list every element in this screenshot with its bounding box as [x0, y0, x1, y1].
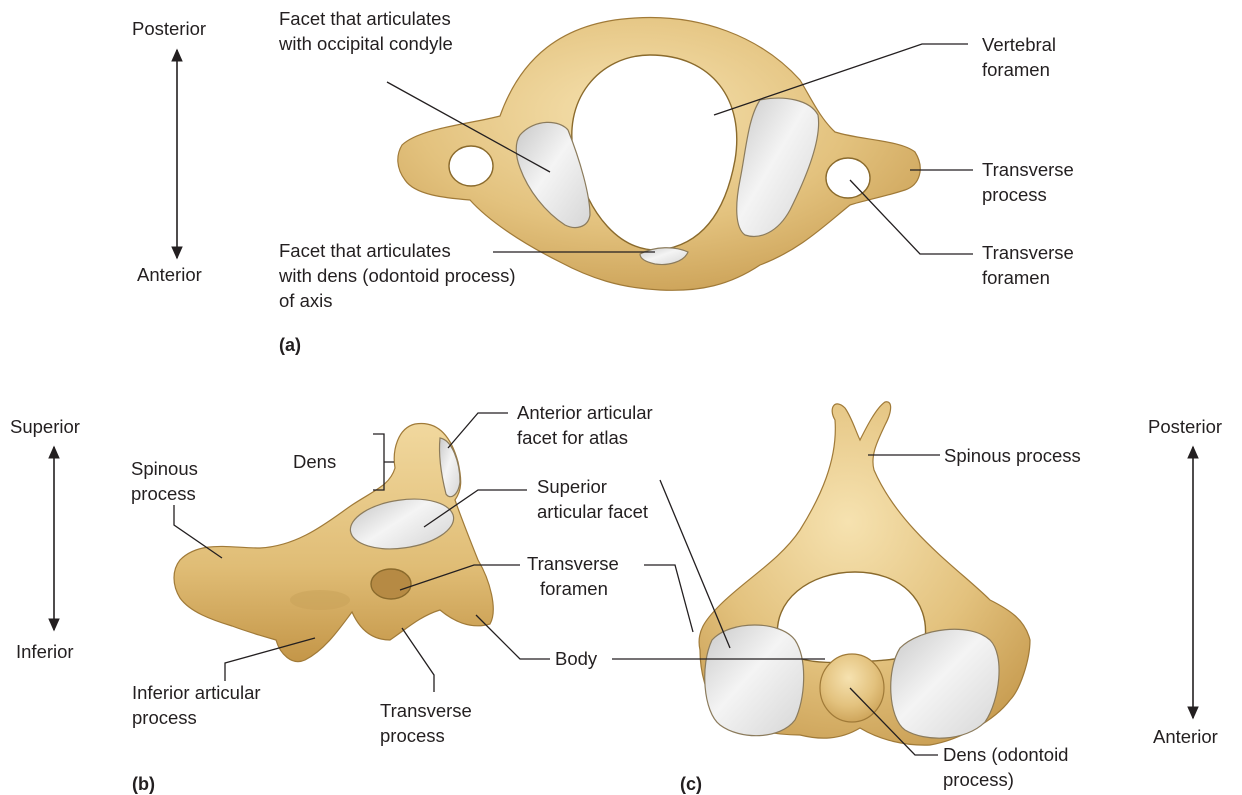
- label-occipital-facet-2: with occipital condyle: [279, 33, 453, 55]
- panel-label-c: (c): [680, 773, 702, 795]
- label-dens-facet-2: with dens (odontoid process): [279, 265, 516, 287]
- label-dens-c-1: Dens (odontoid: [943, 744, 1068, 766]
- right-transverse-foramen: [826, 158, 870, 198]
- label-spinous-process-b-2: process: [131, 483, 196, 505]
- label-spinous-process-c: Spinous process: [944, 445, 1081, 467]
- label-inferior-process-2: process: [132, 707, 197, 729]
- label-transverse-foramen-a-2: foramen: [982, 267, 1050, 289]
- superior-dens: [820, 654, 884, 722]
- orientation-posterior-c: Posterior: [1148, 416, 1222, 438]
- atlas-vertebra: [398, 18, 920, 291]
- leader-superior-facet-c: [660, 480, 730, 648]
- right-superior-articular-facet: [891, 629, 999, 738]
- label-body: Body: [555, 648, 597, 670]
- label-transverse-process-b-1: Transverse: [380, 700, 472, 722]
- label-dens-b: Dens: [293, 451, 336, 473]
- label-vertebral-foramen-2: foramen: [982, 59, 1050, 81]
- label-dens-facet-1: Facet that articulates: [279, 240, 451, 262]
- panel-label-a: (a): [279, 334, 301, 356]
- leader-transverse-process-b: [402, 628, 434, 692]
- orientation-superior-b: Superior: [10, 416, 80, 438]
- lateral-transverse-foramen: [371, 569, 411, 599]
- orientation-inferior-b: Inferior: [16, 641, 74, 663]
- label-transverse-foramen-b-2: foramen: [540, 578, 608, 600]
- label-inferior-process-1: Inferior articular: [132, 682, 261, 704]
- label-spinous-process-b-1: Spinous: [131, 458, 198, 480]
- label-transverse-foramen-b-1: Transverse: [527, 553, 619, 575]
- label-transverse-foramen-a-1: Transverse: [982, 242, 1074, 264]
- left-superior-articular-facet: [705, 625, 804, 736]
- label-transverse-process-a-2: process: [982, 184, 1047, 206]
- label-superior-facet-2: articular facet: [537, 501, 648, 523]
- leader-transverse-foramen-c: [644, 565, 693, 632]
- label-anterior-facet-2: facet for atlas: [517, 427, 628, 449]
- orientation-anterior-c: Anterior: [1153, 726, 1218, 748]
- label-occipital-facet-1: Facet that articulates: [279, 8, 451, 30]
- orientation-anterior-a: Anterior: [137, 264, 202, 286]
- label-vertebral-foramen-1: Vertebral: [982, 34, 1056, 56]
- label-dens-facet-3: of axis: [279, 290, 332, 312]
- label-superior-facet-1: Superior: [537, 476, 607, 498]
- leader-anterior-facet: [448, 413, 508, 448]
- label-dens-c-2: process): [943, 769, 1014, 791]
- label-anterior-facet-1: Anterior articular: [517, 402, 653, 424]
- panel-label-b: (b): [132, 773, 155, 795]
- orientation-posterior-a: Posterior: [132, 18, 206, 40]
- left-transverse-foramen: [449, 146, 493, 186]
- lateral-shadow: [290, 590, 350, 610]
- label-transverse-process-b-2: process: [380, 725, 445, 747]
- label-transverse-process-a-1: Transverse: [982, 159, 1074, 181]
